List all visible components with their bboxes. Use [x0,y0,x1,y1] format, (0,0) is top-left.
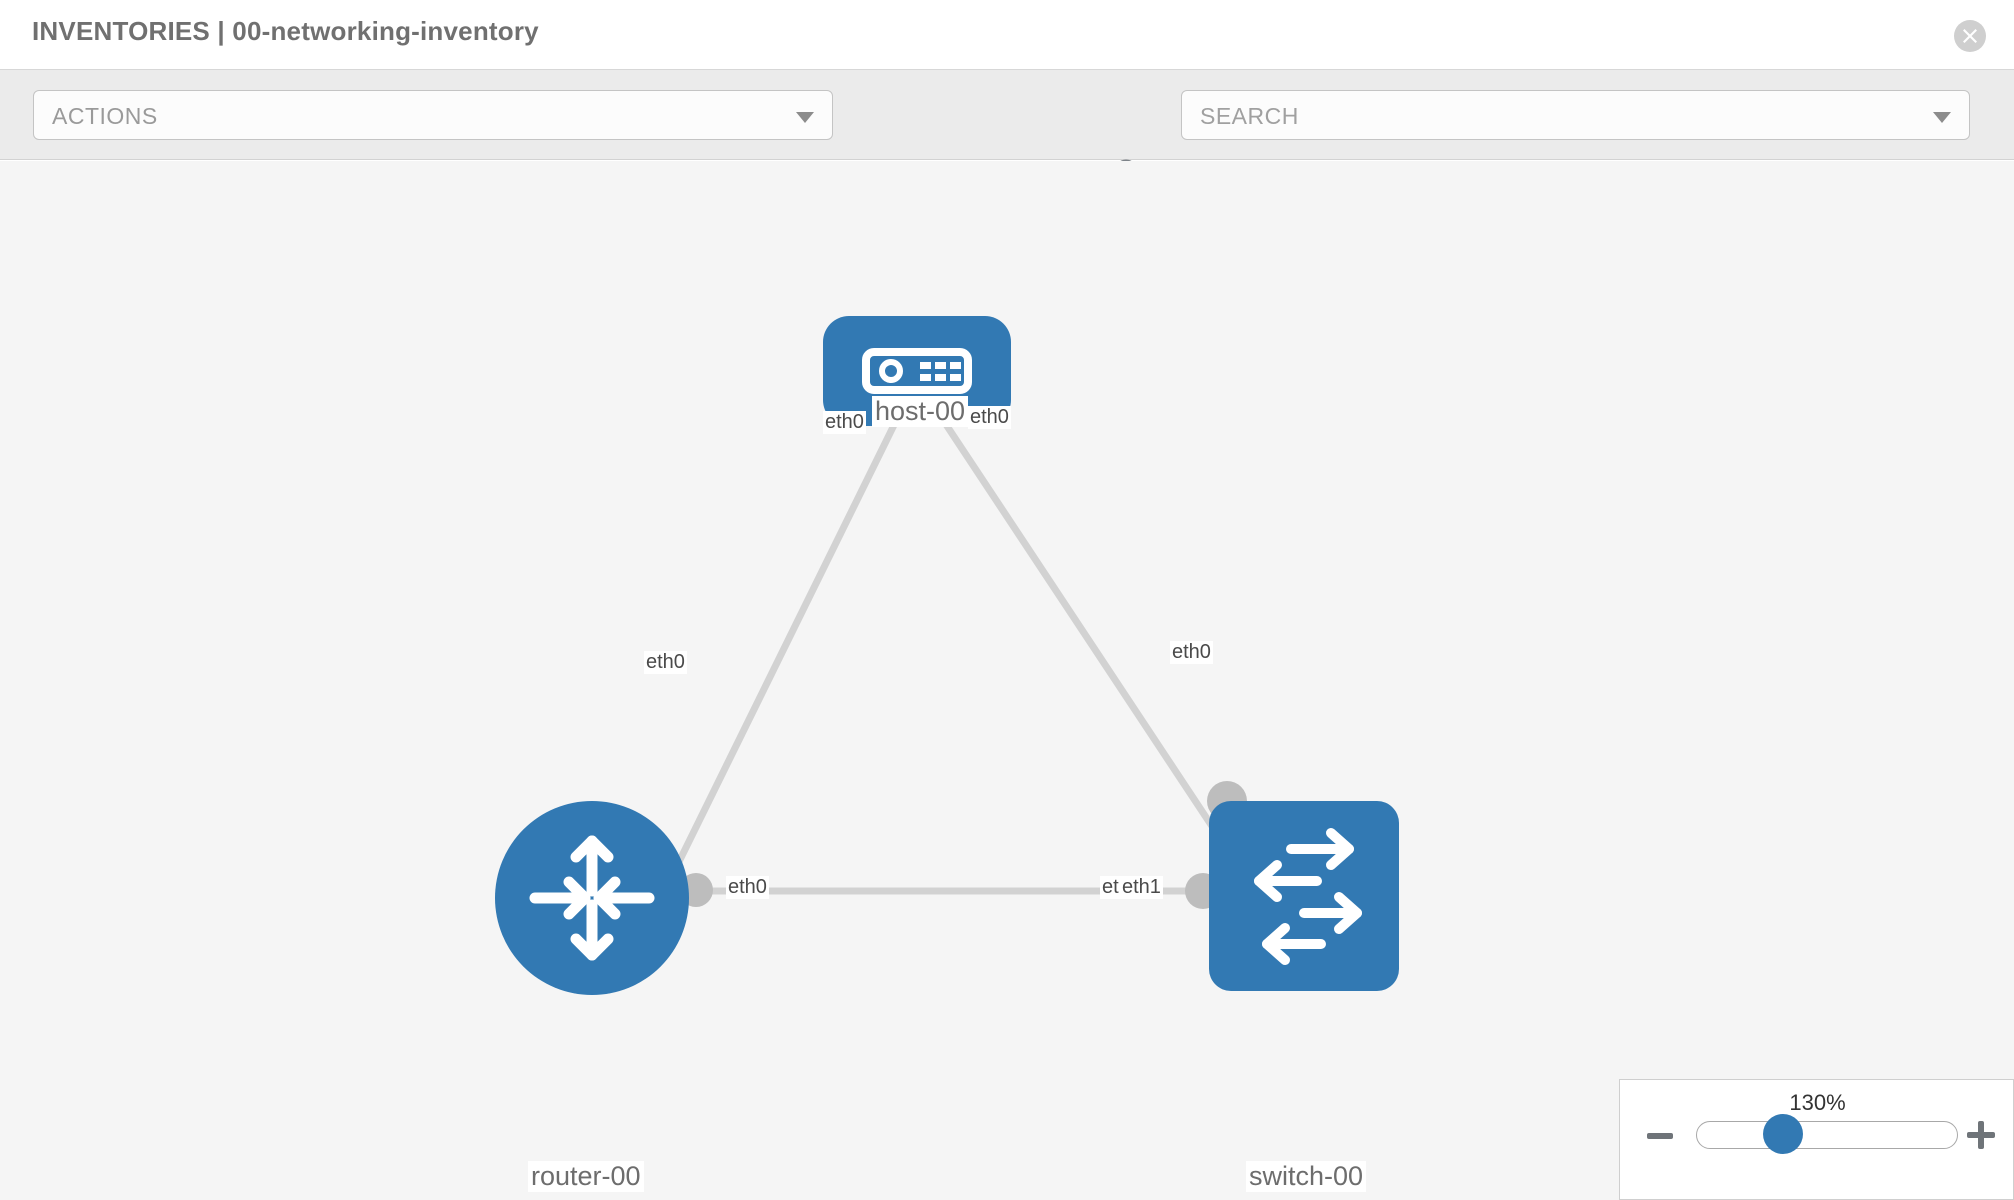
close-icon[interactable] [1954,20,1986,52]
toolbar: ACTIONS SEARCH [0,70,2014,192]
iface-label-switch-left: eth1 [1120,876,1163,899]
iface-label-router-right: eth0 [726,876,769,899]
zoom-control-panel: 130% [1619,1079,2014,1200]
zoom-out-button[interactable] [1647,1133,1673,1139]
zoom-level-value: 130% [1789,1090,1846,1115]
search-placeholder: SEARCH [1200,103,1299,129]
search-chevron-down-icon[interactable] [1933,112,1951,123]
node-label-host-00: host-00 [872,396,969,427]
page-header: INVENTORIES | 00-networking-inventory [0,0,2014,70]
search-input[interactable]: SEARCH [1181,90,1970,140]
iface-label-router-up: eth0 [644,651,687,674]
actions-dropdown[interactable]: ACTIONS [33,90,833,140]
actions-dropdown-label: ACTIONS [52,103,158,129]
page-title: INVENTORIES | 00-networking-inventory [32,16,539,46]
node-label-switch-00: switch-00 [1246,1161,1367,1192]
zoom-slider-thumb[interactable] [1763,1114,1803,1154]
iface-label-host-left: eth0 [823,411,866,434]
topology-canvas[interactable]: host-00 router-00 switch-00 eth0 eth0 et… [0,161,2014,1200]
node-switch-00[interactable] [1209,801,1399,991]
iface-label-host-right: eth0 [968,406,1011,429]
iface-label-switch-up: eth0 [1170,641,1213,664]
node-label-router-00: router-00 [528,1161,644,1192]
chevron-down-icon [796,112,814,123]
node-router-00[interactable] [495,801,689,995]
zoom-in-button[interactable] [1967,1121,1995,1149]
zoom-slider-track[interactable] [1696,1121,1958,1149]
